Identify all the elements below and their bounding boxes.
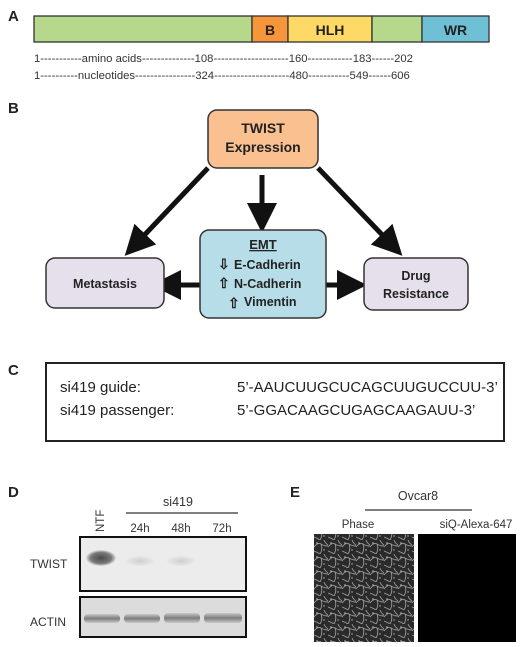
passenger-label: si419 passenger: <box>60 402 175 419</box>
row-label-actin: ACTIN <box>30 615 66 629</box>
twist-band-24h <box>126 556 154 566</box>
domain-label: B <box>265 22 275 38</box>
panel-d-letter: D <box>8 484 19 501</box>
lane-label: 24h <box>130 523 149 535</box>
amino-acid-positions: 1-----------amino acids--------------108… <box>34 53 413 65</box>
emt-item-text: Vimentin <box>244 295 297 309</box>
emt-item-arrow: ⇧ <box>228 295 240 311</box>
phase-contrast-image <box>314 534 414 642</box>
metastasis-label: Metastasis <box>73 277 137 291</box>
guide-sequence: 5’-AAUCUUGCUCAGCUUGUCCUU-3’ <box>237 379 498 396</box>
twist-band-ntf <box>86 550 116 566</box>
nucleotide-positions: 1----------nucleotides----------------32… <box>34 70 410 82</box>
emt-item-arrow: ⇩ <box>218 256 230 272</box>
fluorescence-image <box>418 534 516 642</box>
arrow-twist-to-metastasis <box>124 166 210 256</box>
actin-band-ntf <box>84 614 120 623</box>
western-blot: si419 NTF 24h 48h 72h TWIST ACTIN <box>30 495 247 638</box>
drug-resistance-box <box>363 257 469 311</box>
arrow-twist-to-drug <box>316 166 403 256</box>
si419-group-label: si419 <box>163 495 193 509</box>
emt-item-text: E-Cadherin <box>234 258 301 272</box>
emt-item-text: N-Cadherin <box>234 277 301 291</box>
lane-label: 72h <box>212 523 231 535</box>
emt-title: EMT <box>249 237 277 252</box>
alexa-label: siQ-Alexa-647 <box>440 519 513 531</box>
domain-segment <box>33 15 253 43</box>
twist-band-48h <box>167 556 195 566</box>
actin-band-72h <box>204 613 242 623</box>
ovcar8-label: Ovcar8 <box>398 489 438 503</box>
phase-label: Phase <box>342 519 375 531</box>
lane-label: 48h <box>171 523 190 535</box>
emt-item-arrow: ⇧ <box>218 275 230 291</box>
twist-expression-box <box>207 109 319 169</box>
metastasis-box <box>45 257 165 309</box>
actin-band-48h <box>164 613 200 623</box>
domain-label: WR <box>444 22 467 38</box>
microscopy-panel: Ovcar8 Phase siQ-Alexa-647 <box>314 489 516 642</box>
resistance-label: Resistance <box>383 287 449 301</box>
drug-label: Drug <box>401 269 430 283</box>
panel-b-letter: B <box>8 100 19 117</box>
panel-c-letter: C <box>8 362 19 379</box>
domain-segment <box>421 15 490 43</box>
panel-a-letter: A <box>8 8 19 25</box>
domain-segment <box>251 15 289 43</box>
actin-band-24h <box>124 614 160 623</box>
guide-label: si419 guide: <box>60 379 141 396</box>
emt-box <box>199 229 327 319</box>
sirna-sequence-box: si419 guide: 5’-AAUCUUGCUCAGCUUGUCCUU-3’… <box>45 362 505 442</box>
domain-segment <box>371 15 423 43</box>
panel-e-letter: E <box>290 484 301 501</box>
lane-label-ntf: NTF <box>95 510 107 532</box>
passenger-sequence: 5’-GGACAAGCUGAGCAAGAUU-3’ <box>237 402 476 419</box>
emt-diagram: TWIST Expression EMT ⇩ E-Cadherin ⇧ N-Ca… <box>45 109 469 319</box>
domain-label: HLH <box>316 22 345 38</box>
row-label-twist: TWIST <box>30 557 68 571</box>
protein-domain-bar: B HLH WR <box>33 15 490 43</box>
expression-label: Expression <box>225 139 300 155</box>
twist-label: TWIST <box>241 120 285 136</box>
